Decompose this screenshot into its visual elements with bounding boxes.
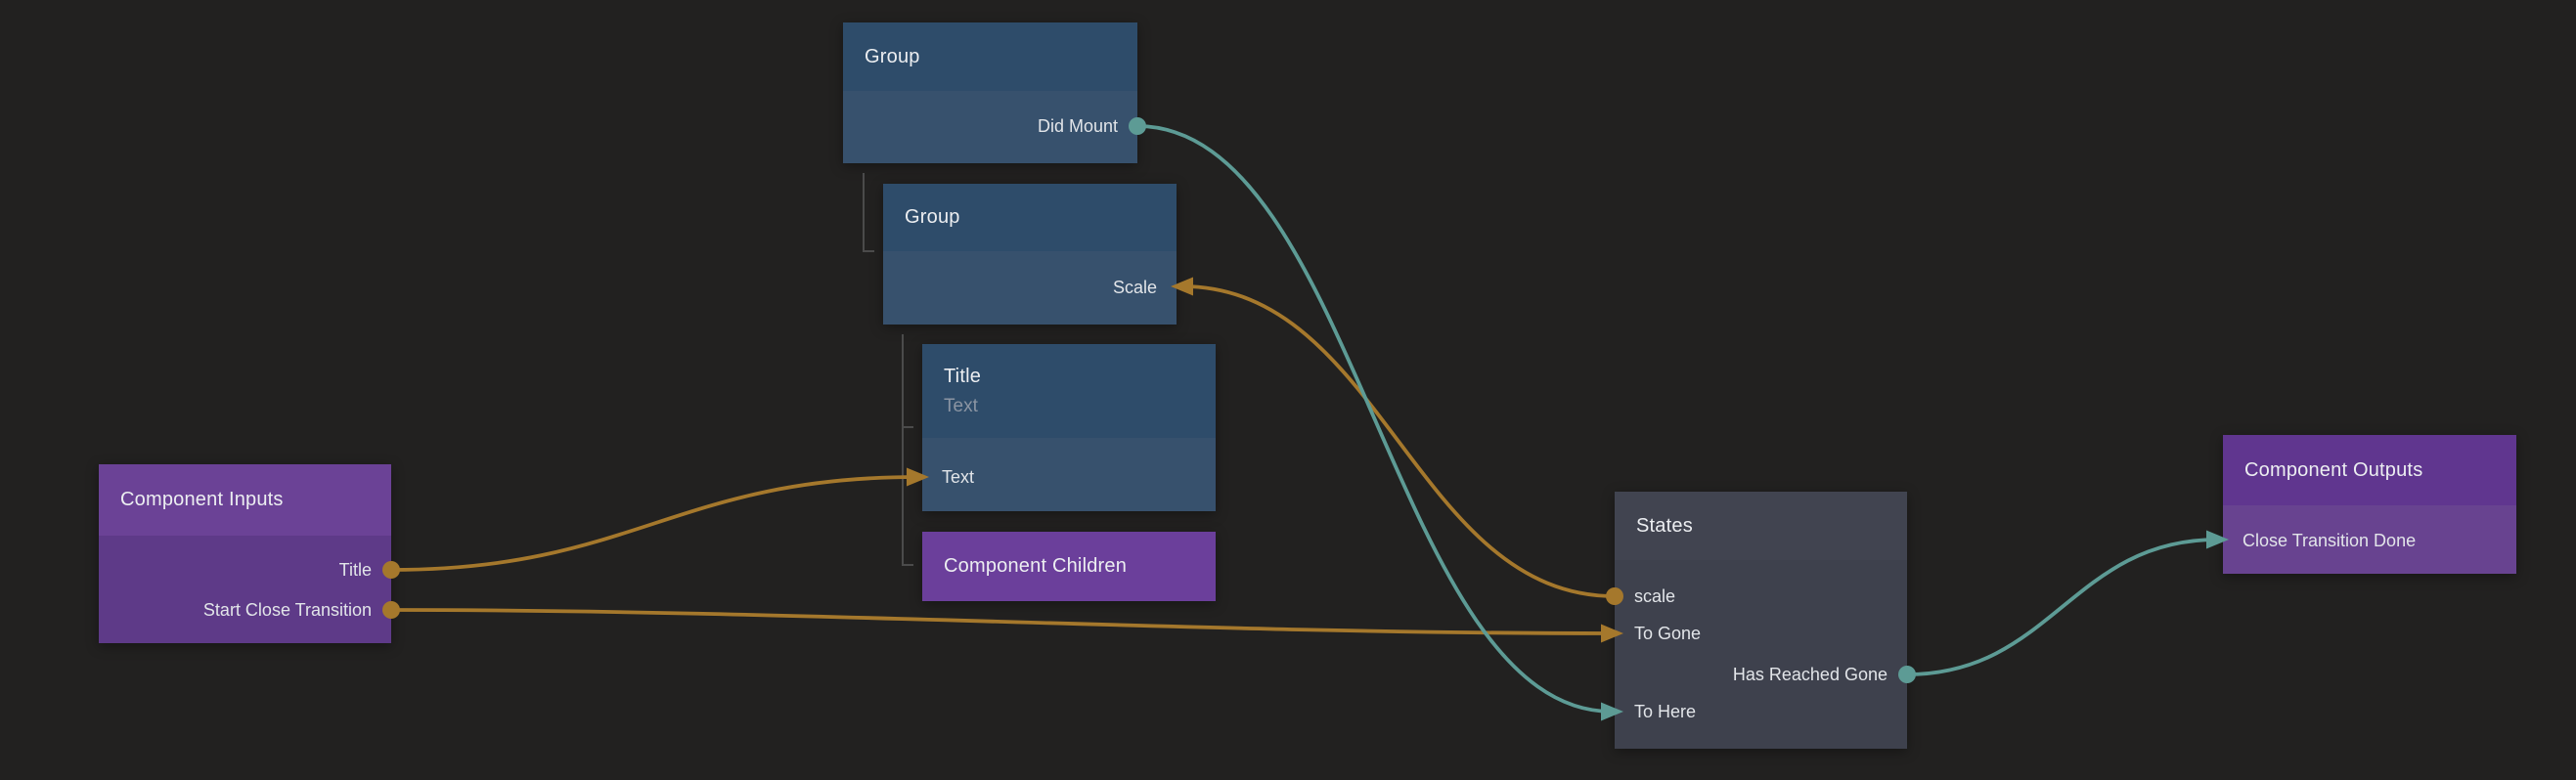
tree-connector-line [902,334,913,428]
node-header[interactable]: Group [883,184,1177,251]
wire-scale-to-scale[interactable] [1180,284,1617,598]
node-title: Component Outputs [2244,458,2423,481]
node-title: Title [944,365,982,387]
node-header[interactable]: Component Outputs [2223,435,2516,505]
node-header[interactable]: Group [843,22,1137,91]
port-row-to-gone[interactable]: To Gone [1634,624,1702,643]
node-title: States [1636,514,1693,537]
port-row-to-here[interactable]: To Here [1634,702,1697,721]
port-row-did-mount[interactable]: Did Mount [1037,116,1118,136]
node-subtitle: Text [944,395,978,416]
node-title: Component Inputs [120,489,284,510]
port-row-title[interactable]: Title [338,560,372,580]
node-header[interactable]: States [1615,492,1907,560]
port-row-text[interactable]: Text [942,467,975,487]
port-row-scale[interactable]: scale [1634,586,1676,606]
node-title: Group [865,45,920,67]
node-header[interactable]: Component Inputs [99,464,391,536]
wire-has-reached-gone-to-close-transition-done[interactable] [1905,538,2219,676]
tree-connector-line [902,427,913,566]
node-header[interactable]: Component Children [922,532,1216,601]
port-row-has-reached-gone[interactable]: Has Reached Gone [1732,665,1888,684]
node-body: Close Transition Done [2223,505,2516,574]
wire-title-to-text[interactable] [389,475,919,572]
node-title: Group [905,206,960,228]
node-component-children[interactable]: Component Children [922,532,1216,601]
node-title: Component Children [944,555,1128,577]
node-body: Text [922,438,1216,511]
port-row-close-transition-done[interactable]: Close Transition Done [2243,531,2417,550]
node-body: Did Mount [843,91,1137,163]
tree-connector-line [863,173,874,252]
port-row-start-close-transition[interactable]: Start Close Transition [202,600,372,620]
port-row-scale[interactable]: Scale [1112,278,1157,297]
wire-start-close-transition-to-to-gone[interactable] [389,608,1614,635]
node-body: Scale [883,251,1177,325]
